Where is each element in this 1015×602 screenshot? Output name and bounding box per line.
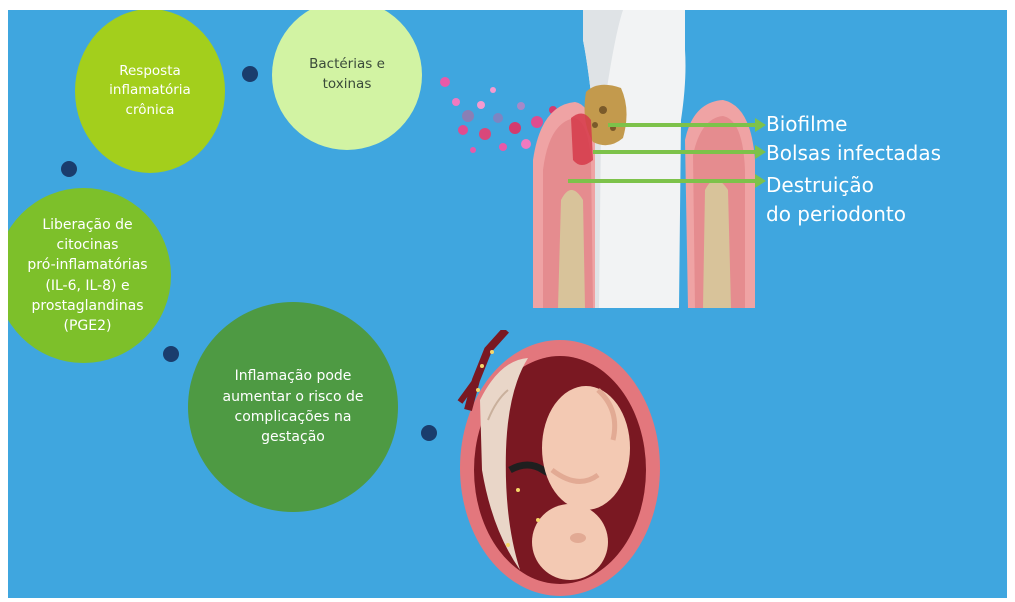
bubble-bacteria-toxins: Bactérias e toxinas [272,10,422,150]
arrow-periodontium-destruction [568,179,756,183]
bubble-text-line: inflamatória [109,81,191,101]
connector-dot [242,66,258,82]
bubble-text-line: Bactérias e [309,55,385,75]
tooth-illustration-icon [423,10,763,308]
bubble-text-line: Resposta [109,62,191,82]
bubble-text-line: prostaglandinas [27,296,147,316]
arrow-infected-pockets [593,150,756,154]
bubble-text-line: crônica [109,101,191,121]
pregnant-uterus-illustration-icon [448,330,663,598]
arrow-biofilm [608,123,756,127]
label-line: do periodonto [766,200,906,229]
bubble-text-line: (PGE2) [27,316,147,336]
bubble-text-line: aumentar o risco de [222,387,363,407]
bubble-text-line: Liberação de [27,215,147,235]
bubble-text-line: toxinas [309,75,385,95]
connector-dot [163,346,179,362]
bubble-text-line: complicações na [222,407,363,427]
label-line: Destruição [766,171,906,200]
bubble-text-line: Inflamação pode [222,366,363,386]
diagram-canvas: Resposta inflamatória crônica Bactérias … [8,10,1007,598]
label-infected-pockets: Bolsas infectadas [766,141,941,165]
bubble-pregnancy-risk: Inflamação pode aumentar o risco de comp… [188,302,398,512]
bubble-text-line: (IL-6, IL-8) e [27,276,147,296]
bubble-text-line: gestação [222,427,363,447]
bubble-text-line: pró-inflamatórias [27,255,147,275]
label-periodontium-destruction: Destruição do periodonto [766,171,906,229]
connector-dot [61,161,77,177]
label-biofilm: Biofilme [766,112,847,136]
bubble-chronic-inflammatory-response: Resposta inflamatória crônica [75,10,225,173]
connector-dot [421,425,437,441]
bubble-cytokine-release: Liberação de citocinas pró-inflamatórias… [8,188,171,363]
bubble-text-line: citocinas [27,235,147,255]
